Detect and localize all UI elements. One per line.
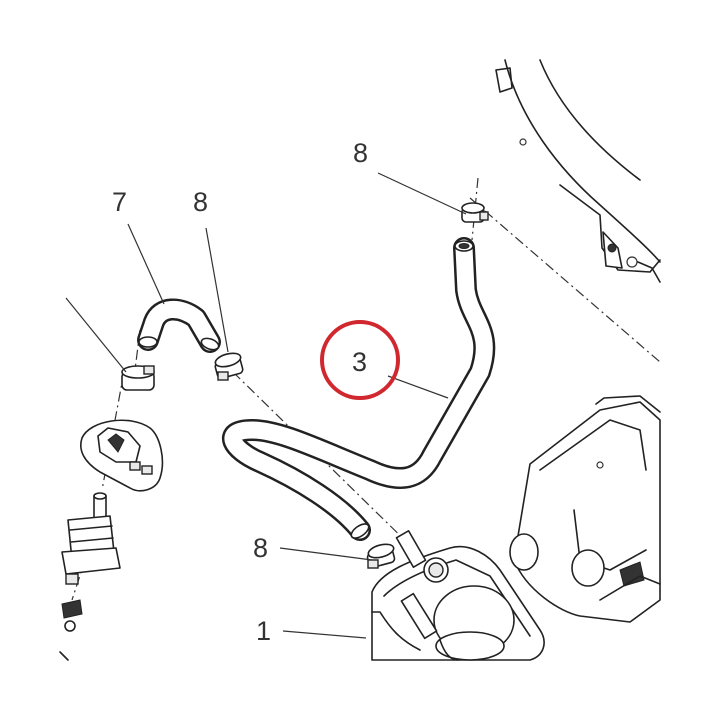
frame-body-fragment bbox=[495, 59, 661, 283]
callout-label-7: 7 bbox=[112, 187, 127, 217]
leader-lines bbox=[65, 172, 467, 639]
hose-part-7[interactable] bbox=[137, 298, 221, 353]
callout-label-8-top: 8 bbox=[353, 138, 368, 168]
callout-label-8-bottom: 8 bbox=[253, 533, 268, 563]
clamp-part-8-left[interactable] bbox=[214, 351, 244, 381]
callout-label-3: 3 bbox=[352, 347, 367, 377]
clamp-left bbox=[121, 365, 155, 391]
tank-housing bbox=[509, 395, 661, 623]
hose-part-3[interactable] bbox=[222, 237, 496, 541]
callout-label-8-left: 8 bbox=[193, 187, 208, 217]
clamp-part-8-top[interactable] bbox=[461, 202, 489, 223]
mounting-bracket bbox=[80, 419, 164, 492]
reservoir-part-1[interactable] bbox=[371, 529, 545, 661]
callout-label-1: 1 bbox=[256, 616, 271, 646]
highlight-circle bbox=[320, 320, 400, 400]
valve-assembly bbox=[59, 492, 121, 661]
clamp-part-8-bottom[interactable] bbox=[366, 542, 396, 569]
